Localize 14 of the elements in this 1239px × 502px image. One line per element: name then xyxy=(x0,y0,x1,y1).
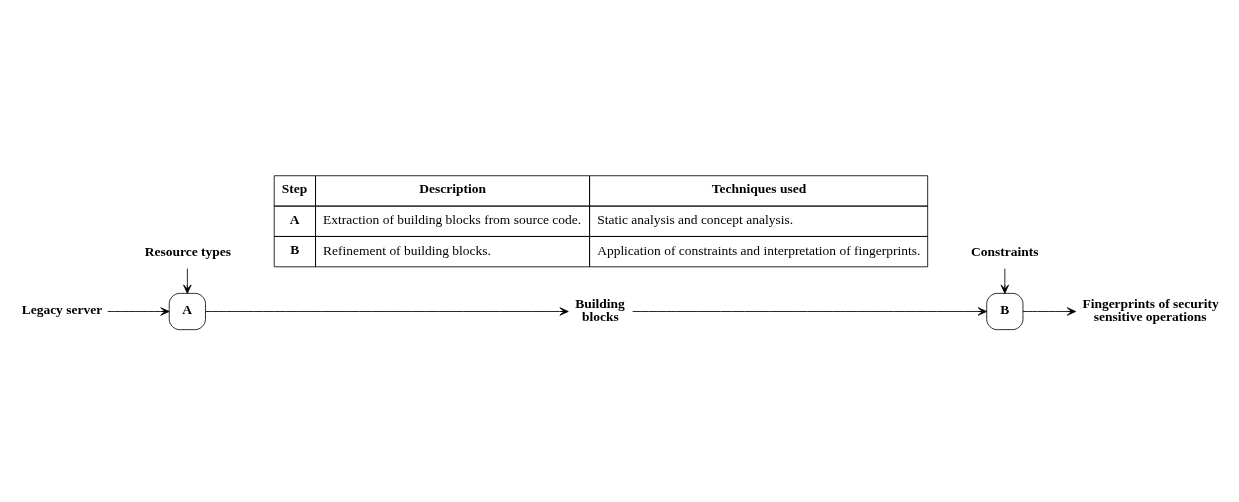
node-text: Constraints xyxy=(971,243,1039,259)
label: Application of constraints and interpretation of fingerprints. xyxy=(597,242,921,258)
label: Extraction of building blocks from source code. xyxy=(323,212,582,228)
label: Techniques used xyxy=(711,181,807,197)
label: Step xyxy=(281,181,308,197)
node-text: Resource types xyxy=(144,243,232,259)
node-text: Building blocks xyxy=(575,295,625,325)
label: Refinement of building blocks. xyxy=(323,242,491,258)
label: B xyxy=(290,241,300,257)
node-text: Legacy server xyxy=(21,301,103,317)
label: Description xyxy=(419,181,486,197)
label: A xyxy=(289,211,300,227)
node-text: Fingerprints of security sensitive operations xyxy=(1082,295,1219,325)
label: Static analysis and concept analysis. xyxy=(597,212,794,228)
